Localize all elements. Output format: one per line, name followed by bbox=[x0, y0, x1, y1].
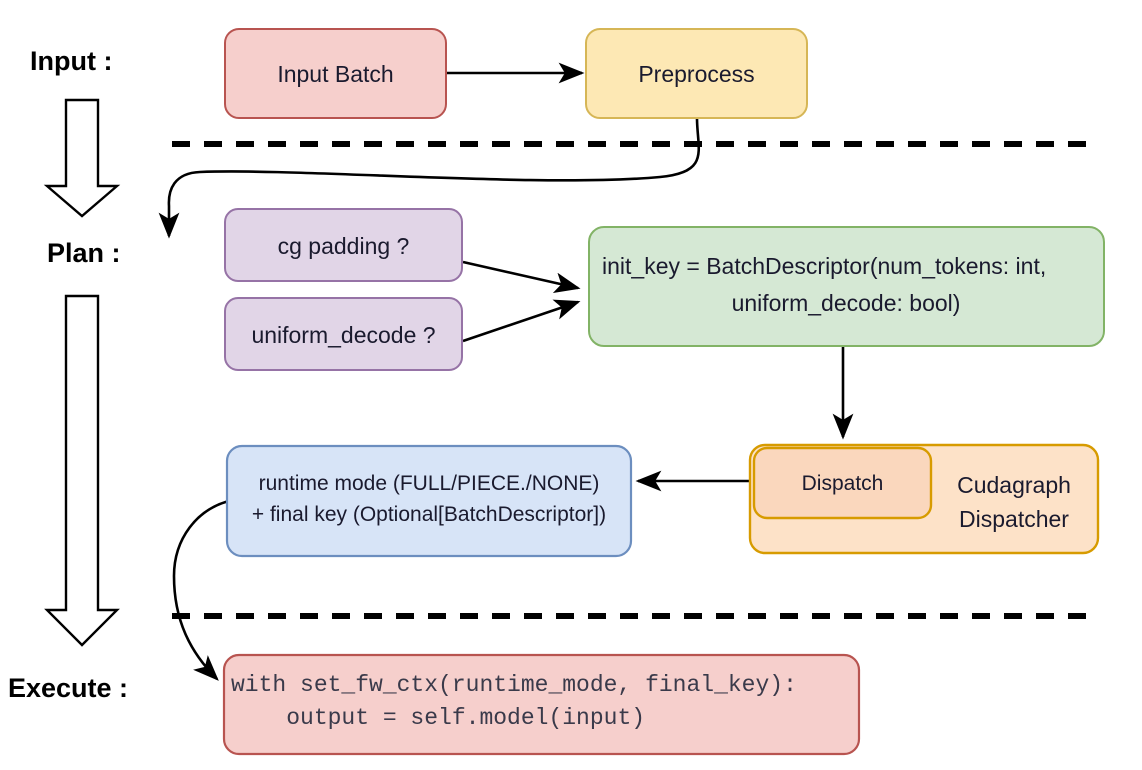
node-runtime-mode[interactable]: runtime mode (FULL/PIECE./NONE) + final … bbox=[225, 444, 633, 558]
node-cudagraph-dispatcher-line1: Cudagraph bbox=[957, 472, 1071, 498]
node-cg-padding[interactable]: cg padding ? bbox=[224, 208, 463, 282]
node-input-batch-label: Input Batch bbox=[277, 61, 393, 87]
stage-label-input: Input : bbox=[30, 46, 112, 76]
node-uniform-decode-shape bbox=[224, 297, 463, 371]
edge-uniform-decode-to-init-key bbox=[462, 299, 581, 343]
node-dispatch[interactable]: Dispatch bbox=[752, 446, 933, 520]
node-uniform-decode-label: uniform_decode ? bbox=[251, 322, 435, 348]
edge-preprocess-to-cg-padding bbox=[158, 117, 701, 239]
stage-label-plan: Plan : bbox=[47, 238, 121, 268]
node-execute-code-shape bbox=[222, 653, 861, 756]
node-preprocess-shape bbox=[585, 28, 808, 119]
node-runtime-mode-line1: runtime mode (FULL/PIECE./NONE) bbox=[259, 472, 600, 495]
node-cg-padding-label: cg padding ? bbox=[278, 233, 410, 259]
node-input-batch[interactable]: Input Batch bbox=[224, 28, 447, 119]
node-execute-code-line2: output = self.model(input) bbox=[231, 705, 645, 731]
node-preprocess[interactable]: Preprocess bbox=[585, 28, 808, 119]
node-runtime-mode-line2: + final key (Optional[BatchDescriptor]) bbox=[252, 503, 606, 526]
input-to-plan-arrow bbox=[43, 98, 121, 218]
edge-runtime-mode-to-execute-code bbox=[172, 498, 234, 681]
stage-label-execute: Execute : bbox=[8, 673, 128, 703]
node-dispatch-label: Dispatch bbox=[802, 472, 884, 495]
node-init-key[interactable]: init_key = BatchDescriptor(num_tokens: i… bbox=[588, 226, 1105, 347]
node-init-key-line2: uniform_decode: bool) bbox=[732, 290, 961, 316]
node-execute-code-line1: with set_fw_ctx(runtime_mode, final_key)… bbox=[231, 672, 797, 698]
node-cg-padding-shape bbox=[224, 208, 463, 282]
node-execute-code[interactable]: with set_fw_ctx(runtime_mode, final_key)… bbox=[222, 653, 861, 756]
edge-cg-padding-to-init-key bbox=[462, 260, 581, 293]
node-uniform-decode[interactable]: uniform_decode ? bbox=[224, 297, 463, 371]
node-preprocess-label: Preprocess bbox=[638, 61, 754, 87]
node-init-key-shape bbox=[588, 226, 1105, 347]
node-input-batch-shape bbox=[224, 28, 447, 119]
node-runtime-mode-shape bbox=[225, 444, 633, 558]
plan-to-execute-arrow bbox=[44, 294, 120, 647]
node-cudagraph-dispatcher-line2: Dispatcher bbox=[959, 506, 1069, 532]
node-init-key-line1: init_key = BatchDescriptor(num_tokens: i… bbox=[602, 253, 1046, 279]
node-dispatch-shape bbox=[752, 446, 933, 520]
